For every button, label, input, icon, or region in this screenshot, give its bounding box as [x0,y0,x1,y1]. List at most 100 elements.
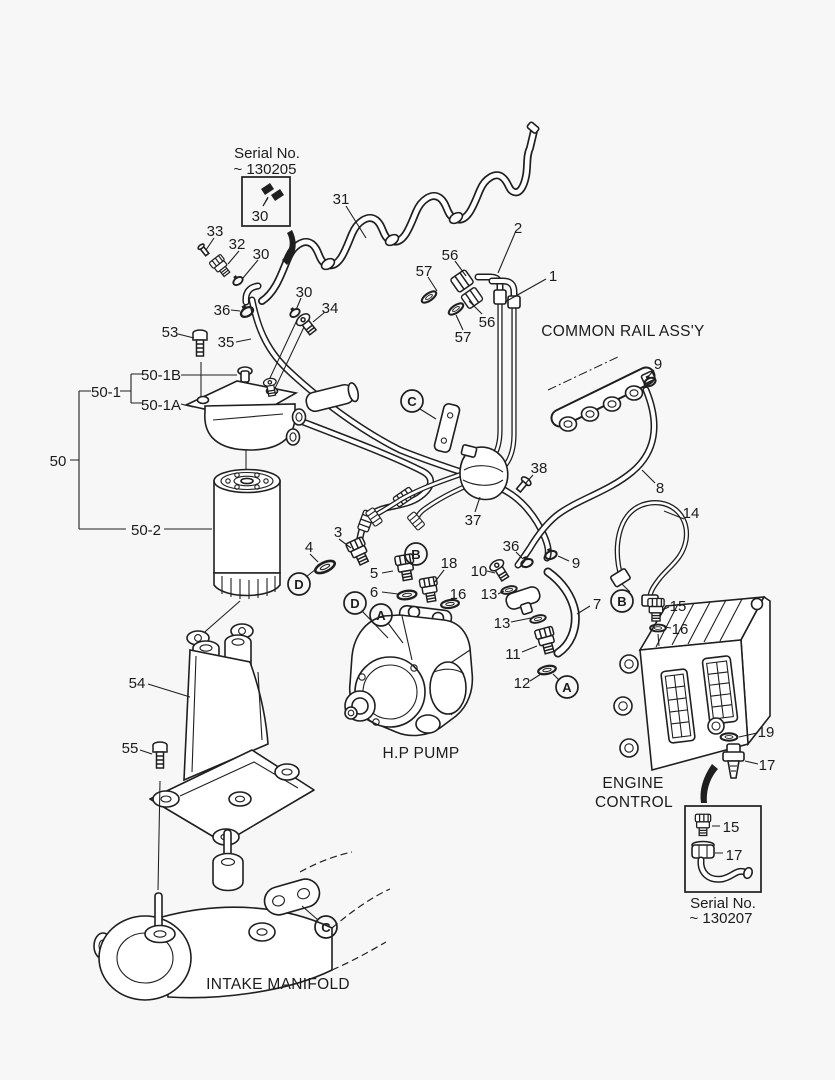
callout-37: 37 [465,512,482,529]
common-rail-caption: COMMON RAIL ASS'Y [541,323,704,340]
callout-31: 31 [333,191,350,208]
washer-13-lower [528,612,548,626]
serial-note-bottom-group [684,805,762,893]
callout-57-lower: 57 [455,329,472,346]
pointer-arrow-top [282,230,296,265]
pump-fittings [312,535,560,677]
fitting-3 [344,535,374,568]
callout-6: 6 [370,584,378,601]
pipe-clamp-assembly [433,403,532,501]
callout-55: 55 [122,740,139,757]
callout-50-1a: 50-1A [141,397,181,414]
stud-boss-rear [212,829,244,892]
letter-a-pump: A [369,603,393,627]
pipe-end-sockets [320,121,540,271]
ecu-connector-right [701,655,739,725]
callout-50-1: 50-1 [91,384,121,401]
callout-57-upper: 57 [416,263,433,280]
serial-top-range: ~ 130205 [234,161,297,178]
letter-c-manifold: C [314,915,338,939]
captions: COMMON RAIL ASS'Y H.P PUMP ENGINE CONTRO… [206,145,756,993]
filter-head-50-1A [183,376,360,451]
fitting-18 [418,575,441,604]
bolt-55 [152,741,168,769]
fitting-15-in-box [694,813,712,837]
callout-50-1b: 50-1B [141,367,181,384]
banjo-bolt-10 [487,556,513,584]
oring-6 [395,588,419,602]
engine-control-unit [613,595,771,803]
serial-box-bottom [684,805,762,893]
serial-top-title: Serial No. [234,145,300,162]
callout-36-pump: 36 [503,538,520,555]
injection-pipe-assembly [258,121,540,305]
letter-a-oring12: A [555,675,579,699]
callout-1: 1 [549,268,557,285]
callout-17-ecu: 17 [759,757,776,774]
callout-5: 5 [370,565,378,582]
clip-30-upper [229,272,246,288]
seal-57-upper [418,288,440,306]
intake-manifold [93,829,391,1001]
callout-50-2: 50-2 [131,522,161,539]
letter-a-text: A [562,680,572,695]
letter-c-text: C [407,394,417,409]
letter-b-pump: B [404,542,428,566]
sensor-17 [722,743,745,779]
tee-joint [505,586,541,616]
leader-lines [139,196,759,921]
fitting-32 [208,253,234,280]
letter-b-text: B [617,594,626,609]
stud-boss-front [144,892,176,944]
serial-bottom-range: ~ 130207 [690,910,753,927]
serial-note-top-group [241,176,296,265]
hp-pump [344,604,474,737]
engine-control-caption-line1: ENGINE [602,775,663,792]
callout-50: 50 [50,453,67,470]
vent-plug-50-1B [237,366,253,383]
letter-d-text: D [350,596,359,611]
callout-2: 2 [514,220,522,237]
callout-53: 53 [162,324,179,341]
callout-32: 32 [229,236,246,253]
serial-bottom-title: Serial No. [690,895,756,912]
callout-38: 38 [531,460,548,477]
letter-d-oring4: D [287,572,311,596]
filter-bracket-54 [149,623,315,891]
intake-manifold-caption: INTAKE MANIFOLD [206,976,350,993]
callout-18: 18 [441,555,458,572]
ecu-connector-left [660,668,696,744]
mount-lug-c [263,878,321,916]
callout-10: 10 [471,563,488,580]
callout-36-top: 36 [214,302,231,319]
callout-56-upper: 56 [442,247,459,264]
callout-14: 14 [683,505,700,522]
fuel-hoses [248,296,658,658]
serial-bottom-part-15: 15 [723,819,740,836]
filter-cartridge-50-2 [213,468,281,599]
callout-9-pump: 9 [572,555,580,572]
callout-19: 19 [758,724,775,741]
fuel-filter-assembly [70,329,360,638]
sensor-17-in-box [691,840,754,883]
connection-letters: C D B D A A B C [287,389,634,939]
letter-c-clamp: C [400,389,424,413]
callout-16-pump: 16 [450,586,467,603]
letter-b-text: B [411,547,420,562]
letter-b-pipe14: B [610,589,634,613]
callout-4: 4 [305,539,313,556]
callout-54: 54 [129,675,146,692]
letter-d-text: D [294,577,303,592]
letter-d-pump: D [343,591,367,615]
common-rail [547,355,658,432]
pointer-arrow-bottom [700,764,718,803]
callout-13-upper: 13 [481,586,498,603]
callout-11: 11 [505,646,521,663]
callout-13-lower: 13 [494,615,511,632]
serial-box-top [241,176,291,227]
callout-33: 33 [207,223,224,240]
seal-57-lower [445,300,467,318]
callout-8: 8 [656,480,664,497]
